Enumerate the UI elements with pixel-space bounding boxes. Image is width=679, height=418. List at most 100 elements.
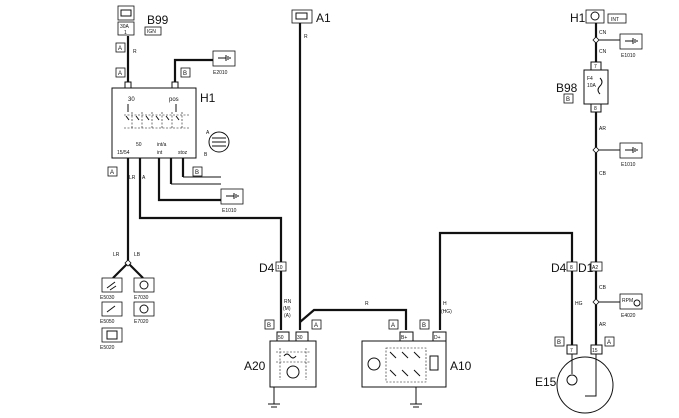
connector-b-text: B <box>195 170 199 176</box>
e15-label: E15 <box>535 375 557 389</box>
e15-internal <box>571 354 597 397</box>
h1-contacts <box>124 112 190 129</box>
wire-label: R <box>365 301 369 307</box>
h1-internal-lines <box>127 104 177 112</box>
ground-icon <box>625 38 638 44</box>
wire-r-to-bplus <box>299 308 408 330</box>
h1-switch-blades <box>125 115 180 121</box>
lamp-icon <box>106 281 117 291</box>
b98-fuse: 7 F4 10A 8 B98 B <box>556 61 609 113</box>
connector-a <box>115 67 126 78</box>
lamp-ref-box <box>133 301 155 317</box>
b98-fuse-amp: 10A <box>587 83 597 89</box>
h1-pin-15-54: 15/54 <box>117 150 130 156</box>
h1-int-text: INT <box>611 17 619 23</box>
solenoid-icon <box>283 353 297 359</box>
connector-b-text: B <box>267 323 271 329</box>
connector-a <box>311 319 322 330</box>
wire-label: (A) <box>284 313 291 319</box>
a10-body <box>361 340 447 388</box>
ref-e2010: E2010 <box>213 70 228 76</box>
wire-label: LB <box>134 252 141 258</box>
rpm-text: RPM <box>622 298 633 304</box>
connector-a <box>388 319 399 330</box>
b98-pin-bot: 8 <box>594 106 597 112</box>
connector-b-text: B <box>557 340 561 346</box>
a20-internal <box>276 348 310 380</box>
connector-b <box>563 93 574 104</box>
connector-b <box>554 336 565 347</box>
ref-e7020: E7020 <box>134 319 149 325</box>
ref-e5030: E5030 <box>100 295 115 301</box>
b98-label: B98 <box>556 81 578 95</box>
rpm-ref-box <box>619 293 643 310</box>
d1-pin: A2 <box>592 265 598 271</box>
connector-a-text: A <box>118 71 122 77</box>
key-icon <box>590 11 600 21</box>
wire-label: R <box>304 34 308 40</box>
d1-label: D1 <box>578 261 594 275</box>
ref-e7030: E7030 <box>134 295 149 301</box>
wire-label: CB <box>599 171 607 177</box>
wire-label: CB <box>599 285 607 291</box>
h1-main-label: H1 <box>200 91 216 105</box>
d4-right-label: D4 <box>551 261 567 275</box>
connector-b <box>192 166 203 177</box>
b99-label: B99 <box>147 13 169 27</box>
b99-fuse-group: 30A 1 IGN B99 A R <box>115 5 169 55</box>
b99-battery-box <box>117 5 135 21</box>
wire-label: CN <box>599 49 607 55</box>
connector-a-text: A <box>206 130 210 136</box>
h1-body <box>111 87 197 159</box>
ref-e4020: E4020 <box>621 313 636 319</box>
a1-battery-box <box>291 9 313 24</box>
connector-a-text: A <box>607 340 611 346</box>
b99-ign-text: IGN <box>147 29 156 35</box>
d4-right-pin: 8 <box>570 265 573 271</box>
connector-a <box>115 42 126 53</box>
b99-fuse-num: 1 <box>124 30 127 36</box>
wire-label: LR <box>113 252 120 258</box>
wire-a-to-d4 <box>138 158 283 265</box>
wire-label: A <box>142 175 146 181</box>
key-icon-lines <box>212 137 226 147</box>
key-icon <box>208 131 230 153</box>
ground-icon <box>218 55 231 61</box>
wire-label: AR <box>599 322 606 328</box>
lamp-ref-box <box>101 301 123 317</box>
a10-label: A10 <box>450 359 472 373</box>
lamp-ref-box <box>101 327 123 343</box>
battery-icon <box>295 12 308 20</box>
alternator-icon <box>367 357 381 371</box>
fuse-icon <box>597 77 603 95</box>
a1-label: A1 <box>316 11 331 25</box>
h1-pin-50: 50 <box>136 142 142 148</box>
splice-icon <box>592 36 600 44</box>
h1-pin-pos: pos <box>169 97 179 103</box>
ref-e5020: E5020 <box>100 345 115 351</box>
a10-pin-bplus: B+ <box>401 335 407 341</box>
connector-b <box>419 319 430 330</box>
connector-b-text: B <box>204 152 208 158</box>
h1-ignition-switch: 30 pos 50 int/a 15/54 int stoz H1 A B <box>111 81 230 159</box>
a20-label: A20 <box>244 359 266 373</box>
diode-icon <box>389 351 421 377</box>
h1-top-label: H1 <box>570 11 586 25</box>
lamp-ref-box <box>133 277 155 293</box>
b99-fuse-box <box>117 21 135 36</box>
h1-pin-30-terminal <box>124 81 132 89</box>
e15-pin-7: 7 <box>570 348 573 354</box>
wire-label: (M) <box>283 306 291 312</box>
wire-label: R <box>133 49 137 55</box>
connector-b-text: B <box>566 97 570 103</box>
connector-a <box>604 336 615 347</box>
a10-pin-dplus: D+ <box>434 335 441 341</box>
a20-pin-30: 30 <box>297 335 303 341</box>
e15-instrument: 7 15 E15 <box>535 344 614 414</box>
bulb-icon <box>139 280 149 290</box>
connector-a-text: A <box>314 323 318 329</box>
h1-pin-stoz: stoz <box>178 150 188 156</box>
ref-e1010: E1010 <box>621 53 636 59</box>
wire-label: H <box>443 301 447 307</box>
b98-pin-top: 7 <box>594 64 597 70</box>
